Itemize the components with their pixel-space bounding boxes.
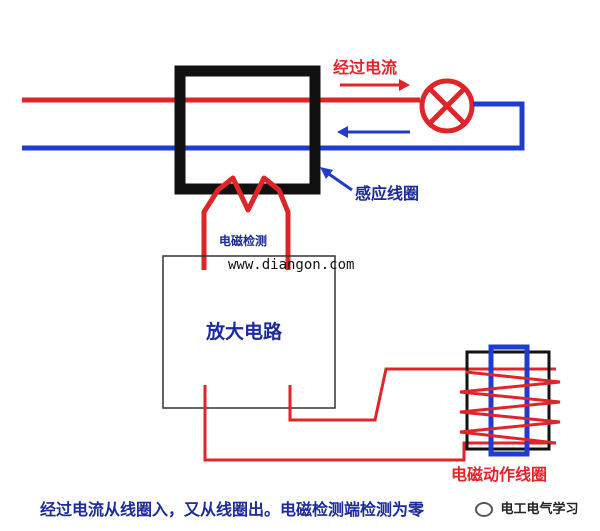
watermark-badge: 电工电气学习 [472, 497, 582, 518]
neutral-wire-return [22, 101, 525, 151]
amplifier-label: 放大电路 [206, 321, 283, 343]
watermark-text: 电工电气学习 [500, 502, 579, 517]
diagram-caption: 经过电流从线圈入，又从线圈出。电磁检测端检测为零 [40, 500, 425, 519]
em-action-coil-label: 电磁动作线圈 [451, 465, 548, 484]
lamp-cross-icon [419, 78, 475, 134]
current-out-arrow [337, 126, 410, 138]
transformer-core [174, 65, 321, 195]
current-in-arrow [340, 79, 410, 91]
current-flow-label: 经过电流 [333, 58, 398, 77]
induction-coil-pointer [320, 167, 353, 192]
em-action-coil-icon [459, 344, 561, 457]
amplifier-box [162, 255, 336, 409]
wechat-logo-icon [475, 502, 493, 517]
amplifier-output-wire-1 [203, 385, 556, 462]
detection-coil-winding [201, 175, 291, 270]
em-detect-label: 电磁检测 [219, 234, 268, 248]
website-watermark: www.diangon.com [228, 257, 355, 273]
amplifier-output-wire-2 [288, 367, 556, 422]
induction-coil-label: 感应线圈 [355, 184, 420, 203]
